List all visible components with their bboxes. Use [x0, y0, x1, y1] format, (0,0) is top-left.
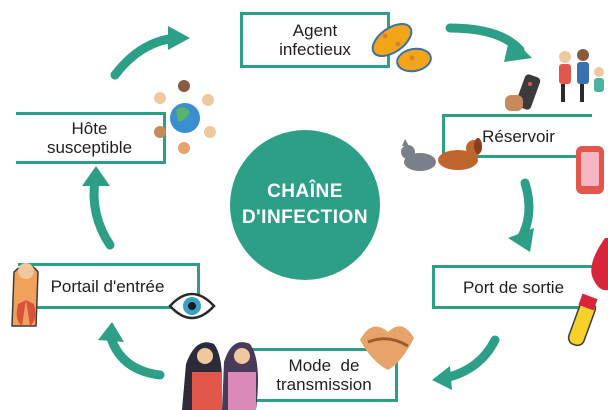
agent-line2: infectieux: [279, 40, 351, 59]
agent-line1: Agent: [292, 21, 338, 40]
arrow-port-to-mode: [440, 335, 500, 383]
pets-icon: [401, 138, 482, 171]
remote-icon: [505, 74, 541, 111]
phone-icon: [576, 146, 604, 194]
blood-drop-icon: [591, 238, 608, 291]
family-icon: [559, 49, 604, 102]
node-port-de-sortie: Port de sortie: [432, 265, 592, 309]
hote-line1: Hôte: [71, 119, 108, 138]
node-agent-infectieux: Agent infectieux: [240, 12, 390, 68]
mode-line2: transmission: [276, 375, 372, 394]
arrow-portail-to-hote: [89, 175, 115, 250]
node-mode-de-transmission: Mode de transmission: [250, 348, 398, 402]
node-hote-susceptible: Hôte susceptible: [16, 112, 166, 164]
arrowhead-4: [98, 322, 124, 342]
center-circle: CHAÎNE D'INFECTION: [230, 130, 380, 280]
mode-line1: Mode de: [288, 356, 360, 375]
arrowhead-6: [168, 26, 190, 50]
arrowhead-5: [82, 166, 110, 186]
arrowhead-2: [508, 228, 534, 252]
hote-line2: susceptible: [46, 138, 133, 157]
bacteria-icon: [371, 23, 432, 73]
arrowhead-1: [504, 36, 532, 62]
handshake-icon: [360, 326, 414, 370]
center-title-line1: CHAÎNE: [267, 181, 343, 202]
arrowhead-3: [432, 366, 452, 390]
port-sortie-label: Port de sortie: [462, 277, 565, 297]
eye-icon: [168, 292, 216, 320]
reservoir-label: Réservoir: [482, 126, 555, 146]
respiratory-icon: [11, 263, 39, 327]
portail-label: Portail d'entrée: [50, 276, 165, 296]
center-title-line2: D'INFECTION: [241, 207, 369, 228]
node-portail-entree: Portail d'entrée: [18, 263, 200, 309]
sneezing-people-icon: [182, 342, 258, 410]
globe-people-icon: [154, 80, 216, 154]
arrow-mode-to-portail: [105, 330, 165, 380]
test-tube-icon: [567, 293, 598, 347]
